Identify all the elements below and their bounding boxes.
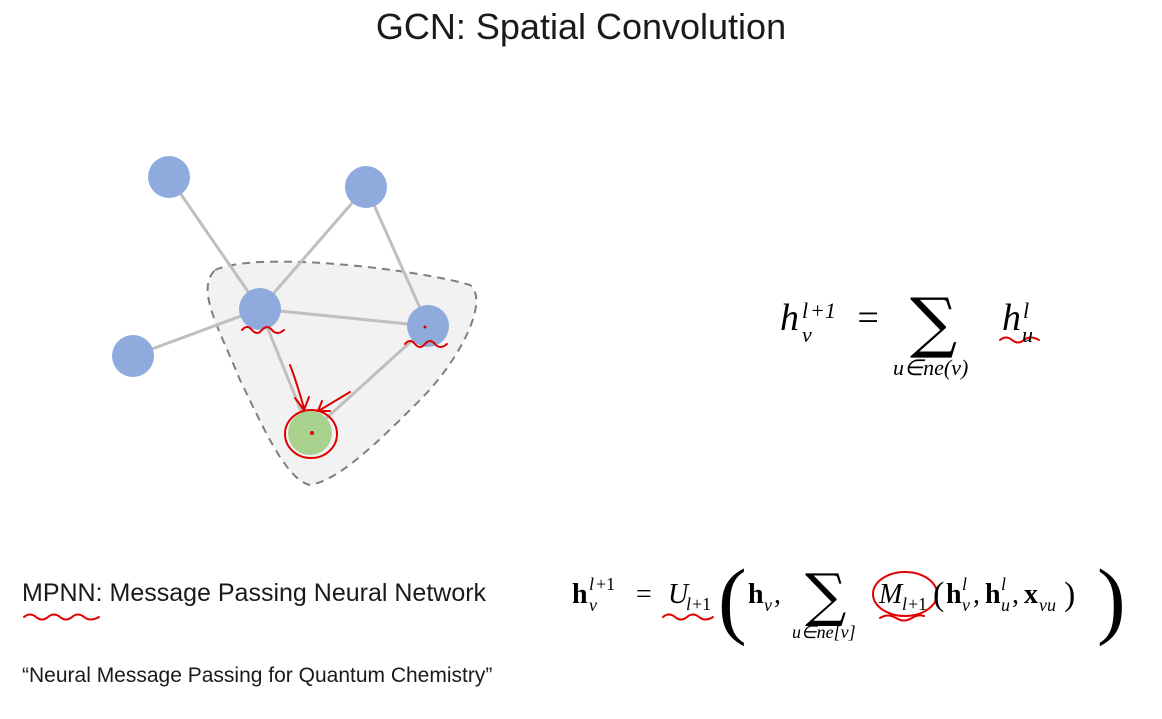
page-title: GCN: Spatial Convolution (375, 6, 787, 47)
circle-annotation (284, 409, 338, 459)
svg-text:+1: +1 (596, 574, 615, 594)
svg-text:,: , (774, 579, 781, 610)
svg-text:vu: vu (1039, 595, 1056, 615)
svg-text:+1: +1 (692, 594, 711, 614)
svg-text:v: v (764, 595, 772, 615)
arrow-annotation (289, 364, 305, 409)
svg-text:+1: +1 (908, 594, 927, 614)
svg-text:l: l (802, 298, 808, 323)
edge (167, 176, 262, 310)
svg-text:∑: ∑ (805, 561, 846, 629)
svg-text:+1: +1 (810, 298, 836, 323)
graph-node (112, 335, 154, 377)
svg-text:h: h (946, 579, 962, 610)
svg-text:): ) (1097, 551, 1126, 647)
svg-text:∑: ∑ (910, 284, 957, 361)
svg-text:v: v (962, 595, 970, 615)
svg-text:l: l (962, 574, 967, 594)
circle-annotation (872, 571, 938, 617)
arrow-annotation (319, 391, 351, 411)
svg-text:h: h (572, 579, 588, 610)
squiggle-underline (404, 340, 448, 348)
red-dot (423, 325, 427, 329)
svg-text:h: h (748, 579, 764, 610)
gcn-formula: h l +1 v = ∑ u∈ne(v) h l u (780, 284, 1033, 380)
svg-text:l: l (1001, 574, 1006, 594)
edge (259, 307, 429, 328)
red-annotations (23, 326, 1040, 622)
graph-node (345, 166, 387, 208)
svg-text:(: ( (718, 551, 747, 647)
svg-text:,: , (973, 579, 980, 610)
neighbor-node (239, 288, 281, 330)
svg-text:U: U (668, 579, 690, 610)
svg-text:(: ( (933, 576, 944, 613)
svg-text:u∈ne[v]: u∈ne[v] (792, 622, 856, 642)
edge (258, 186, 368, 310)
svg-text:l: l (902, 594, 907, 614)
squiggle-underline (241, 326, 285, 334)
svg-text:M: M (878, 579, 904, 610)
svg-text:,: , (1012, 579, 1019, 610)
svg-text:x: x (1024, 579, 1038, 610)
red-dot (310, 431, 314, 435)
svg-text:u: u (1001, 595, 1010, 615)
paper-citation: “Neural Message Passing for Quantum Chem… (22, 664, 493, 687)
svg-text:v: v (802, 322, 812, 347)
edge (308, 324, 430, 435)
mpnn-formula: h l +1 v = U l +1 ( h v , ∑ u∈ne[v] M l … (572, 551, 1126, 647)
svg-text:): ) (1064, 576, 1075, 613)
squiggle-underline (999, 336, 1040, 344)
svg-text:l: l (686, 594, 691, 614)
svg-text:=: = (855, 297, 881, 339)
mpnn-label: MPNN: Message Passing Neural Network (22, 579, 487, 607)
edge (364, 186, 430, 327)
svg-text:=: = (636, 579, 652, 610)
svg-text:h: h (1002, 297, 1021, 339)
svg-text:l: l (1023, 298, 1029, 323)
squiggle-underline (879, 614, 925, 622)
edge (132, 307, 261, 358)
squiggle-underline (662, 613, 714, 621)
svg-text:u∈ne(v): u∈ne(v) (893, 355, 968, 380)
graph-node (148, 156, 190, 198)
svg-text:h: h (780, 297, 799, 339)
svg-text:v: v (589, 595, 597, 615)
svg-text:h: h (985, 579, 1001, 610)
neighbor-node (407, 305, 449, 347)
graph-edges (132, 176, 430, 435)
svg-text:l: l (589, 574, 594, 594)
squiggle-underline (23, 613, 100, 621)
graph-nodes (112, 156, 449, 377)
svg-text:u: u (1022, 322, 1033, 347)
